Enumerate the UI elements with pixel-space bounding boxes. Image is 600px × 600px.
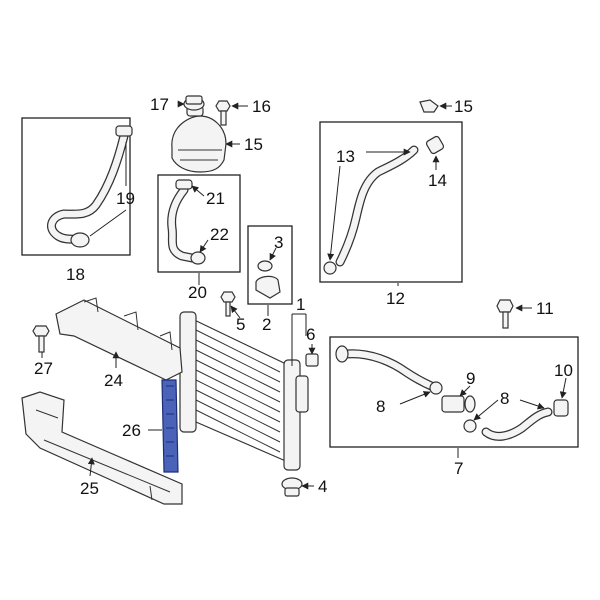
callout-8a: 8 xyxy=(376,397,385,416)
hose-connector-14-part xyxy=(425,135,445,155)
upper-air-guard-part xyxy=(55,297,183,381)
reservoir-bolt-part xyxy=(215,100,231,126)
leader-8b xyxy=(473,399,499,421)
callout-23: 22 xyxy=(210,225,229,244)
callout-9: 9 xyxy=(466,369,475,388)
thermostat-housing-part xyxy=(441,395,476,413)
leader-8c xyxy=(519,399,545,410)
callout-4: 4 xyxy=(318,477,327,496)
leader-5 xyxy=(230,305,241,319)
callout-5: 5 xyxy=(236,315,245,334)
callout-17: 16 xyxy=(252,97,271,116)
leader-20b xyxy=(89,209,127,237)
reservoir-cap-part xyxy=(183,95,205,111)
coolant-reservoir-part xyxy=(171,105,227,173)
leader-9 xyxy=(459,385,471,397)
bolt-27-part xyxy=(32,325,50,353)
callout-27: 27 xyxy=(34,359,53,378)
leader-3 xyxy=(269,247,277,261)
callout-24: 24 xyxy=(104,371,123,390)
bolt-5-part xyxy=(220,291,236,317)
leader-13b xyxy=(327,165,341,261)
callout-8b: 8 xyxy=(500,389,509,408)
drain-plug-6-part xyxy=(305,353,319,367)
callout-20: 19 xyxy=(116,189,135,208)
callout-2: 2 xyxy=(262,315,271,334)
lower-hose-outlet-part xyxy=(463,399,569,441)
callout-19: 18 xyxy=(66,265,85,284)
callout-26: 26 xyxy=(122,421,141,440)
mount-rubber-4-part xyxy=(281,477,303,497)
group-box-21 xyxy=(157,174,241,273)
leader-23 xyxy=(199,239,209,253)
mount-bracket-part xyxy=(255,260,281,299)
group-box-19 xyxy=(21,117,131,256)
callout-25: 25 xyxy=(80,479,99,498)
callout-16: 15 xyxy=(244,135,263,154)
callout-13: 13 xyxy=(336,147,355,166)
callout-3: 3 xyxy=(274,233,283,252)
overflow-hose-part xyxy=(47,125,133,248)
clip-15-part xyxy=(419,99,439,113)
callout-6: 6 xyxy=(306,325,315,344)
callout-7: 7 xyxy=(454,459,463,478)
reservoir-hose-part xyxy=(167,179,206,265)
callout-14: 14 xyxy=(428,171,447,190)
leader-10 xyxy=(559,377,567,399)
callout-18: 17 xyxy=(150,95,169,114)
radiator-part xyxy=(179,311,309,471)
callout-12: 12 xyxy=(386,289,405,308)
callout-1: 1 xyxy=(296,295,305,314)
callout-15: 15 xyxy=(454,97,473,116)
leader-25 xyxy=(87,457,95,477)
lower-air-guard-part xyxy=(21,391,183,505)
callout-22: 21 xyxy=(206,189,225,208)
callout-11: 11 xyxy=(536,299,554,318)
bolt-11-part xyxy=(496,299,514,329)
group-box-7 xyxy=(329,336,579,448)
upper-radiator-hose-part xyxy=(323,145,419,275)
leader-8a xyxy=(399,391,431,405)
callout-10: 10 xyxy=(554,361,573,380)
group-box-2 xyxy=(247,225,293,305)
group-box-12 xyxy=(319,121,463,283)
lower-hose-inlet-part xyxy=(335,345,443,395)
highlighted-side-seal-part xyxy=(161,379,179,473)
callout-21: 20 xyxy=(188,283,207,302)
leader-22 xyxy=(191,185,205,197)
